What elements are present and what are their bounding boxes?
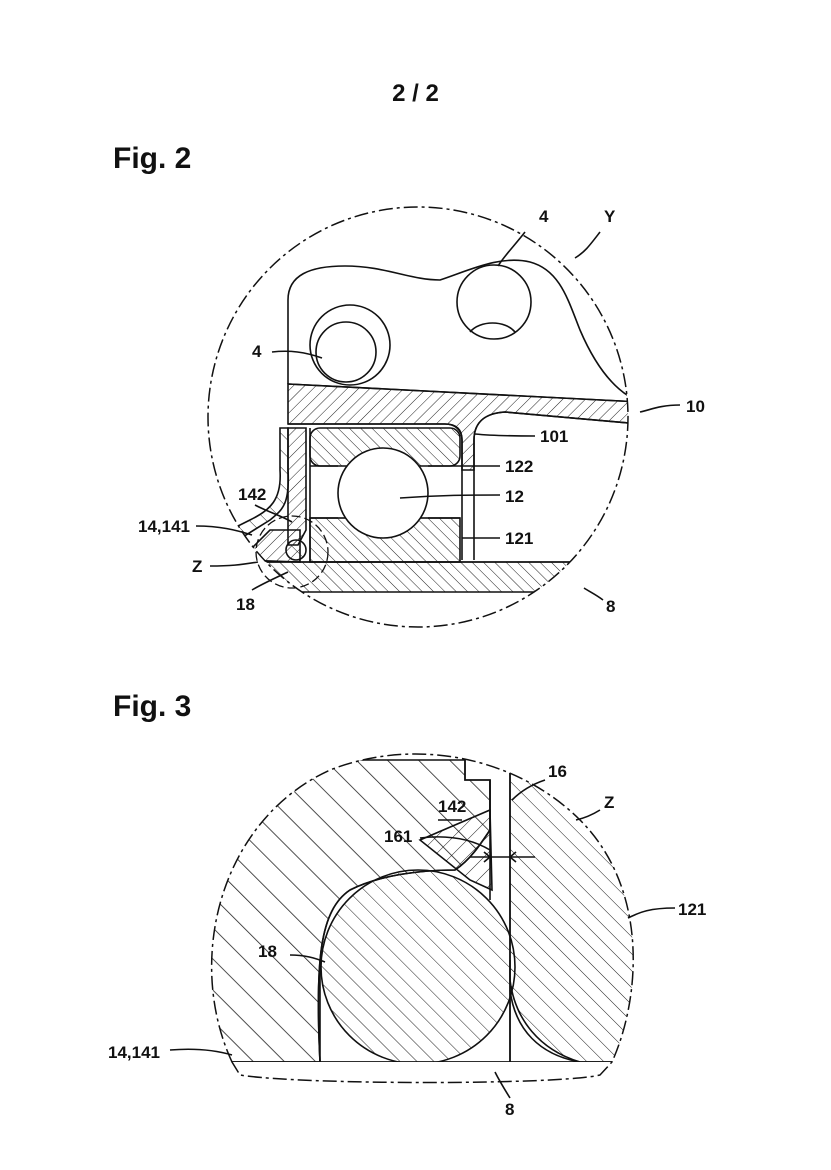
page-number: 2 / 2 [392,80,439,107]
detail-boundary-z [210,753,634,1084]
fig2-label-12: 12 [505,487,524,506]
fig3-label-121: 121 [678,900,706,919]
fig3-label-8: 8 [505,1100,514,1119]
fig2-label-4-left: 4 [252,342,262,361]
shaft-8-detail [211,1061,634,1062]
seal-14-141 [218,427,290,547]
cap-142 [287,427,307,546]
ball-4-right [456,264,532,340]
fig2-label-y: Y [604,207,616,226]
fig3-label-14-141: 14,141 [108,1043,160,1062]
bearing-ball-12 [337,447,429,539]
housing-outline [287,259,628,403]
fig-3-title: Fig. 3 [113,690,192,723]
fig2-label-122: 122 [505,457,533,476]
fig3-label-161: 161 [384,827,412,846]
detail-circle-z [255,515,329,589]
fig3-label-16: 16 [548,762,567,781]
fig2-label-8: 8 [606,597,615,616]
fig-3-drawing [169,753,676,1099]
fig2-label-14-141: 14,141 [138,517,190,536]
fig2-label-z: Z [192,557,202,576]
inner-race-121-detail [509,759,634,1062]
fig2-label-10: 10 [686,397,705,416]
fig2-label-4-top: 4 [539,207,549,226]
fig2-label-121: 121 [505,529,533,548]
ball-4-left [315,321,377,383]
fig3-label-18: 18 [258,942,277,961]
ball-4-left-outer [309,304,391,386]
fig-2-title: Fig. 2 [113,142,192,175]
fig3-label-z: Z [604,793,614,812]
fig3-label-142: 142 [438,797,466,816]
fig-2-drawing [195,206,681,628]
fig2-label-142: 142 [238,485,266,504]
fig2-label-18: 18 [236,595,255,614]
o-ring-18 [285,539,307,561]
fig2-label-101: 101 [540,427,568,446]
cap-142-detail [418,808,493,892]
o-ring-18-detail [320,869,516,1062]
